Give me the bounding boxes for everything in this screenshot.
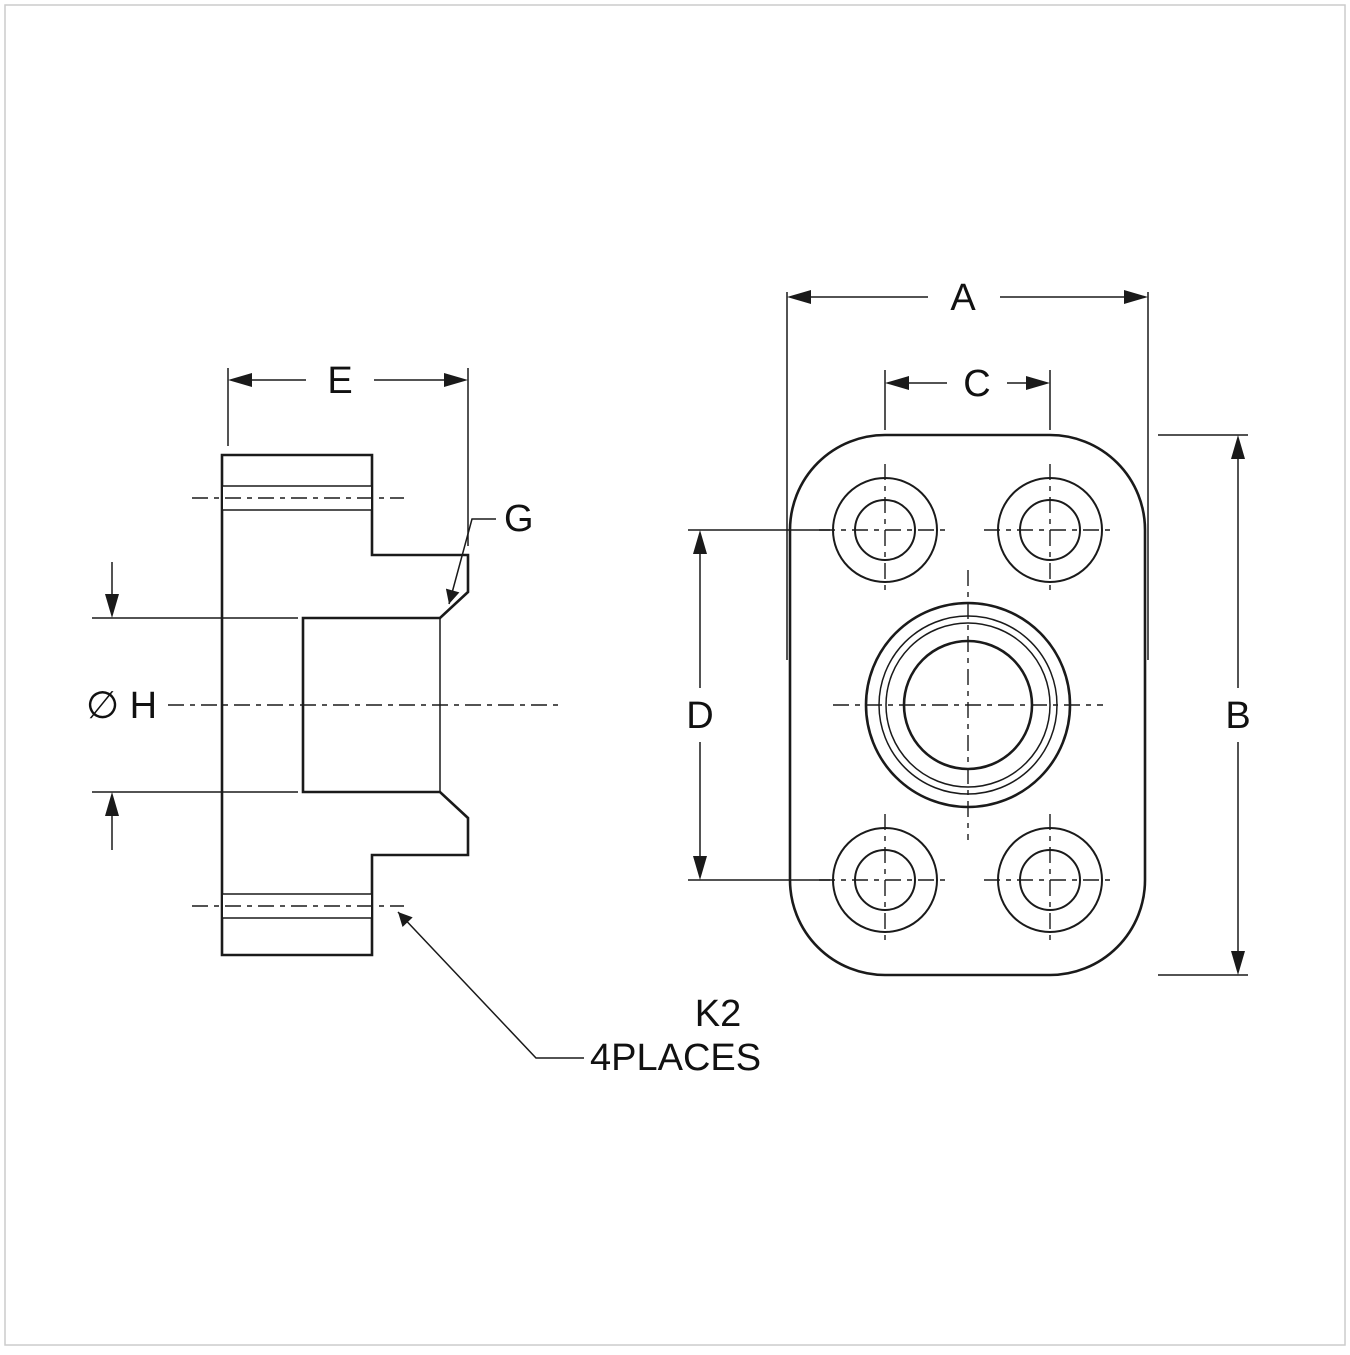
leader-line [397,911,584,1059]
drawing-frame [4,4,1346,1346]
arrow-down [1231,951,1245,975]
arrow-left [787,290,811,304]
dimension-A: A [786,277,1149,660]
arrow-down [693,856,707,880]
arrow-right [444,373,468,387]
dim-label-A: A [950,277,976,319]
callout-K2: K2 4PLACES [397,911,761,1079]
dimension-B: B [1158,434,1251,976]
bolt-hole-top-left [819,464,951,596]
flange-outline [788,433,1147,977]
central-bore [833,570,1103,840]
dimension-D: D [686,529,830,881]
section-body-profile [220,453,470,957]
dim-label-C: C [963,363,990,405]
bolt-hole-bottom-right [984,814,1116,946]
bolt-hole-bottom-left [819,814,951,946]
arrow-right [1026,376,1050,390]
dimension-H: ∅ H [86,562,298,850]
leader-line [445,518,496,605]
arrow-up [105,792,119,816]
dim-label-B: B [1225,695,1250,737]
dim-label-D: D [686,695,713,737]
label-K2: K2 [695,993,741,1035]
section-view: E ∅ H G K2 4PLACES [86,360,761,1079]
arrow-up [693,530,707,554]
arrow-up [1231,435,1245,459]
dimension-E: E [227,360,469,546]
arrow-down [105,594,119,618]
front-view: A C B D [686,277,1251,977]
bolt-hole-top-right [984,464,1116,596]
dimension-C: C [884,363,1051,430]
arrow-left [228,373,252,387]
callout-G: G [445,498,534,605]
label-4places: 4PLACES [590,1037,761,1079]
label-G: G [504,498,534,540]
groove-circle-inner [885,622,1051,788]
arrow-right [1124,290,1148,304]
dim-label-H: ∅ H [86,685,157,727]
arrow-left [885,376,909,390]
dim-label-E: E [327,360,352,402]
